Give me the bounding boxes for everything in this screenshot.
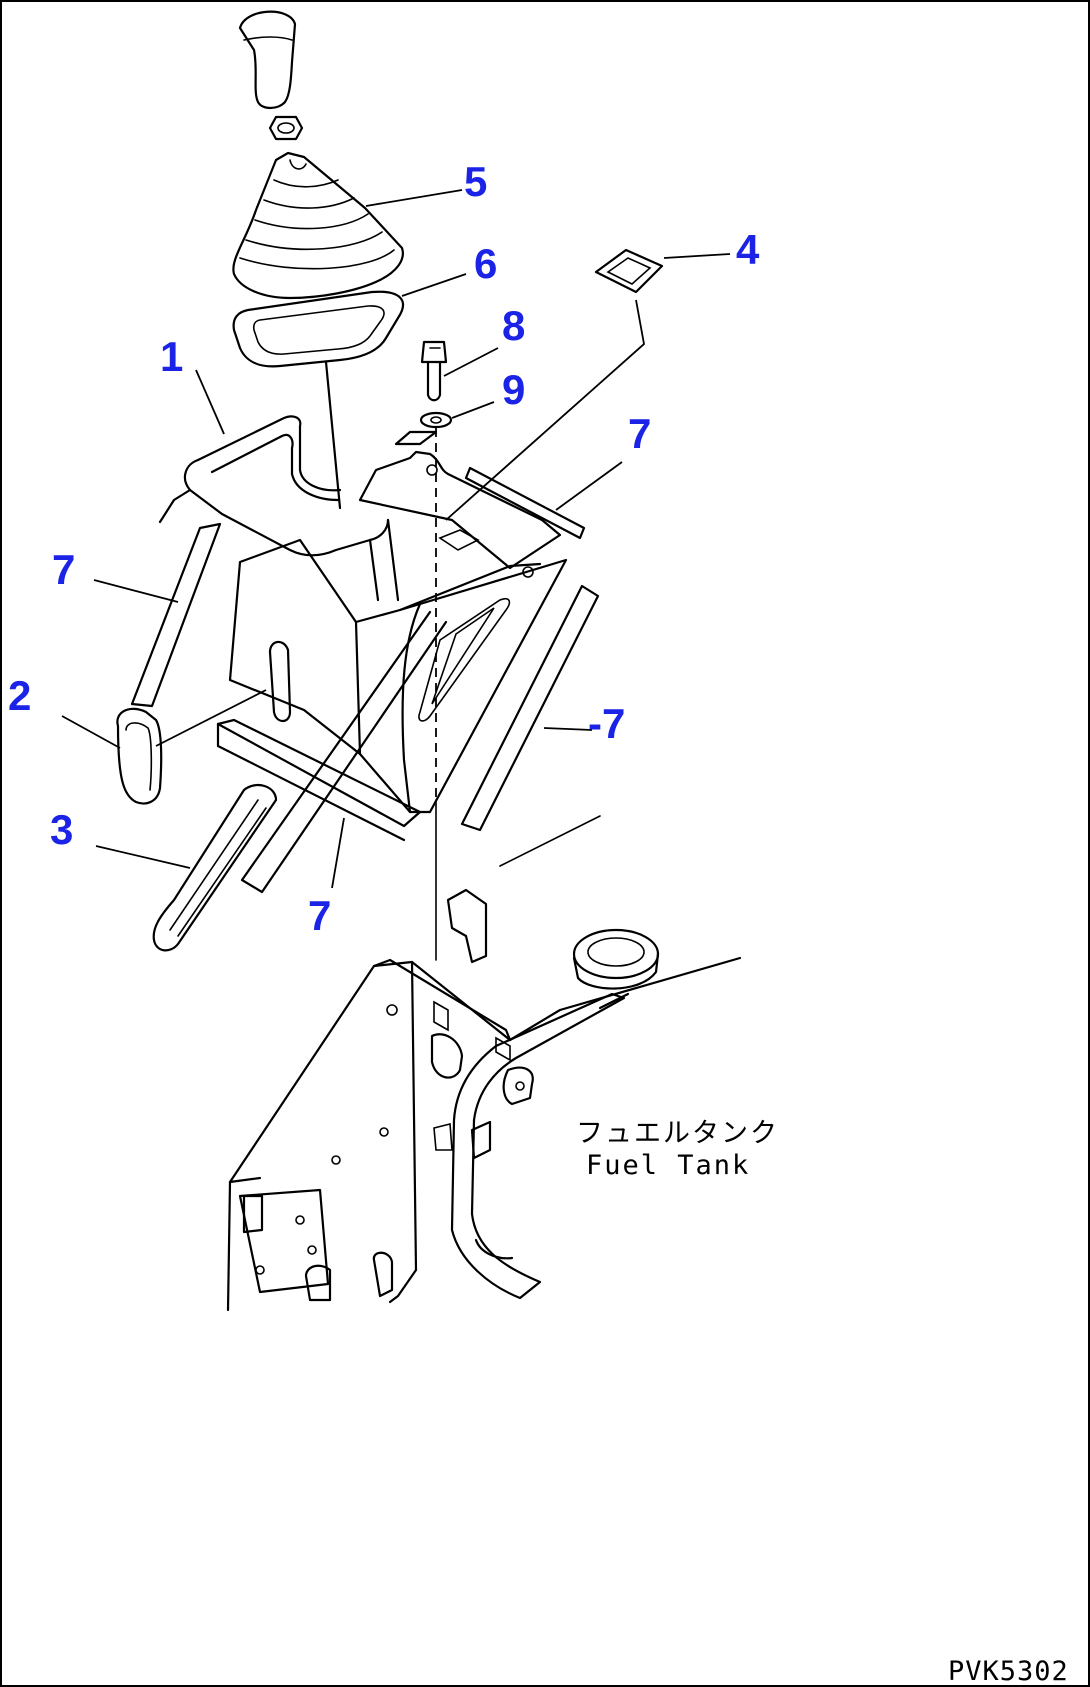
leader-3 bbox=[95, 845, 191, 869]
console-top bbox=[358, 430, 562, 578]
leader-2a bbox=[61, 715, 121, 749]
leader-7d bbox=[331, 817, 345, 889]
grommet bbox=[594, 248, 664, 294]
leader-8 bbox=[443, 347, 499, 377]
lever-boot bbox=[232, 151, 404, 300]
leader-2b bbox=[155, 689, 267, 747]
callout-3: 3 bbox=[50, 806, 73, 853]
fuel-tank-note-japanese: フュエルタンク bbox=[576, 1118, 779, 1149]
leader-7a bbox=[93, 579, 179, 603]
knob-nut bbox=[268, 115, 304, 141]
leader-7b bbox=[555, 461, 623, 511]
callout-7-top-right: 7 bbox=[628, 410, 651, 457]
leader-lines bbox=[61, 189, 731, 889]
strip-right bbox=[460, 584, 600, 832]
callout-7-bottom: 7 bbox=[308, 892, 331, 939]
leader-6 bbox=[401, 273, 467, 297]
mounting-bolt bbox=[420, 340, 448, 402]
tank-bracket bbox=[446, 815, 601, 964]
strip-left-upper bbox=[130, 522, 222, 708]
drawing-code: PVK5302 bbox=[948, 1656, 1069, 1687]
callout-1: 1 bbox=[160, 333, 183, 380]
filler-neck bbox=[450, 928, 660, 1300]
leader-9 bbox=[451, 401, 495, 419]
callout-4: 4 bbox=[736, 226, 760, 273]
strip-top-right bbox=[464, 466, 586, 540]
callout-6: 6 bbox=[474, 240, 497, 287]
callout-7-right: -7 bbox=[588, 700, 625, 747]
callout-5: 5 bbox=[464, 158, 487, 205]
console-body bbox=[228, 538, 568, 814]
lever-knob bbox=[238, 10, 297, 110]
fuel-tank bbox=[226, 956, 742, 1312]
console-handle-frame bbox=[158, 415, 400, 602]
strip-bottom bbox=[216, 718, 422, 842]
callout-7-left: 7 bbox=[52, 546, 75, 593]
callout-9: 9 bbox=[502, 366, 525, 413]
oval-cover bbox=[116, 707, 163, 805]
leader-7c bbox=[543, 727, 593, 731]
washer bbox=[419, 411, 453, 429]
leader-1 bbox=[195, 369, 225, 435]
strip-lower-long bbox=[240, 610, 448, 894]
callout-8: 8 bbox=[502, 302, 525, 349]
callout-2: 2 bbox=[8, 672, 31, 719]
fuel-tank-note-english: Fuel Tank bbox=[586, 1150, 750, 1181]
lever-rod bbox=[324, 360, 342, 510]
leader-5 bbox=[365, 189, 463, 207]
leader-4b bbox=[445, 299, 645, 521]
boot-plate bbox=[232, 290, 405, 368]
leader-4a bbox=[663, 253, 731, 259]
grip-handle bbox=[152, 783, 278, 952]
